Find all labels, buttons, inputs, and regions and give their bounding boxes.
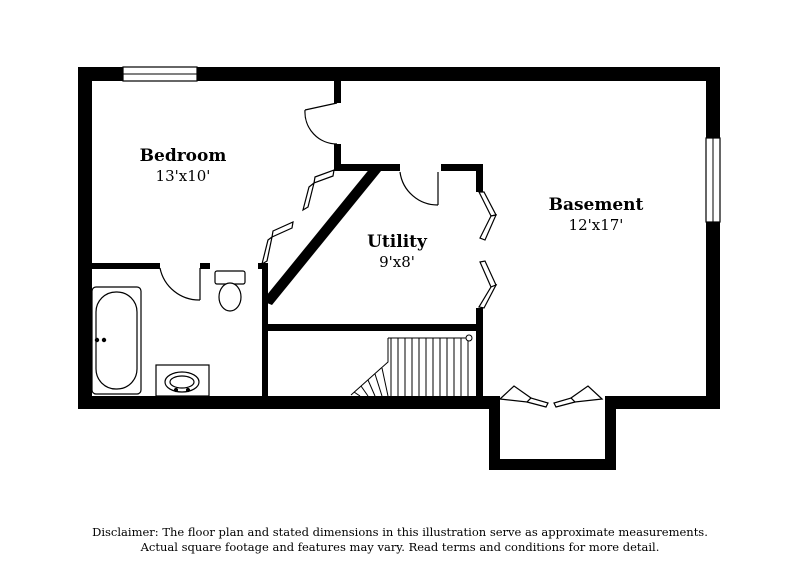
double-door-bay [498, 385, 604, 408]
basement-dimensions: 12'x17' [569, 216, 624, 234]
disclaimer-line-2: Actual square footage and features may v… [140, 540, 660, 554]
disclaimer: Disclaimer: The floor plan and stated di… [0, 525, 800, 555]
disclaimer-line-1: Disclaimer: The floor plan and stated di… [92, 525, 708, 539]
interior-walls [92, 81, 483, 403]
floor-plan: Bedroom 13'x10' Utility 9'x8' Basement 1… [78, 66, 721, 470]
sink-vanity [155, 364, 210, 397]
utility-dimensions: 9'x8' [379, 253, 415, 271]
bedroom-dimensions: 13'x10' [156, 167, 211, 185]
bifold-door-bedroom-closet-upper [302, 169, 335, 212]
door-bedroom [304, 102, 338, 145]
toilet [214, 270, 246, 312]
stairs [350, 334, 473, 397]
door-bathroom [159, 267, 201, 301]
bifold-door-bedroom-closet-lower [261, 220, 294, 266]
bifold-door-utility-lower [478, 260, 498, 309]
door-utility [399, 171, 439, 206]
bifold-door-utility-upper [478, 191, 498, 241]
bedroom-label: Bedroom [140, 146, 227, 166]
bathtub [91, 286, 142, 395]
window-top [122, 66, 198, 82]
window-right [705, 137, 721, 223]
utility-label: Utility [367, 232, 428, 252]
basement-label: Basement [549, 195, 644, 215]
exterior-walls [78, 67, 720, 470]
